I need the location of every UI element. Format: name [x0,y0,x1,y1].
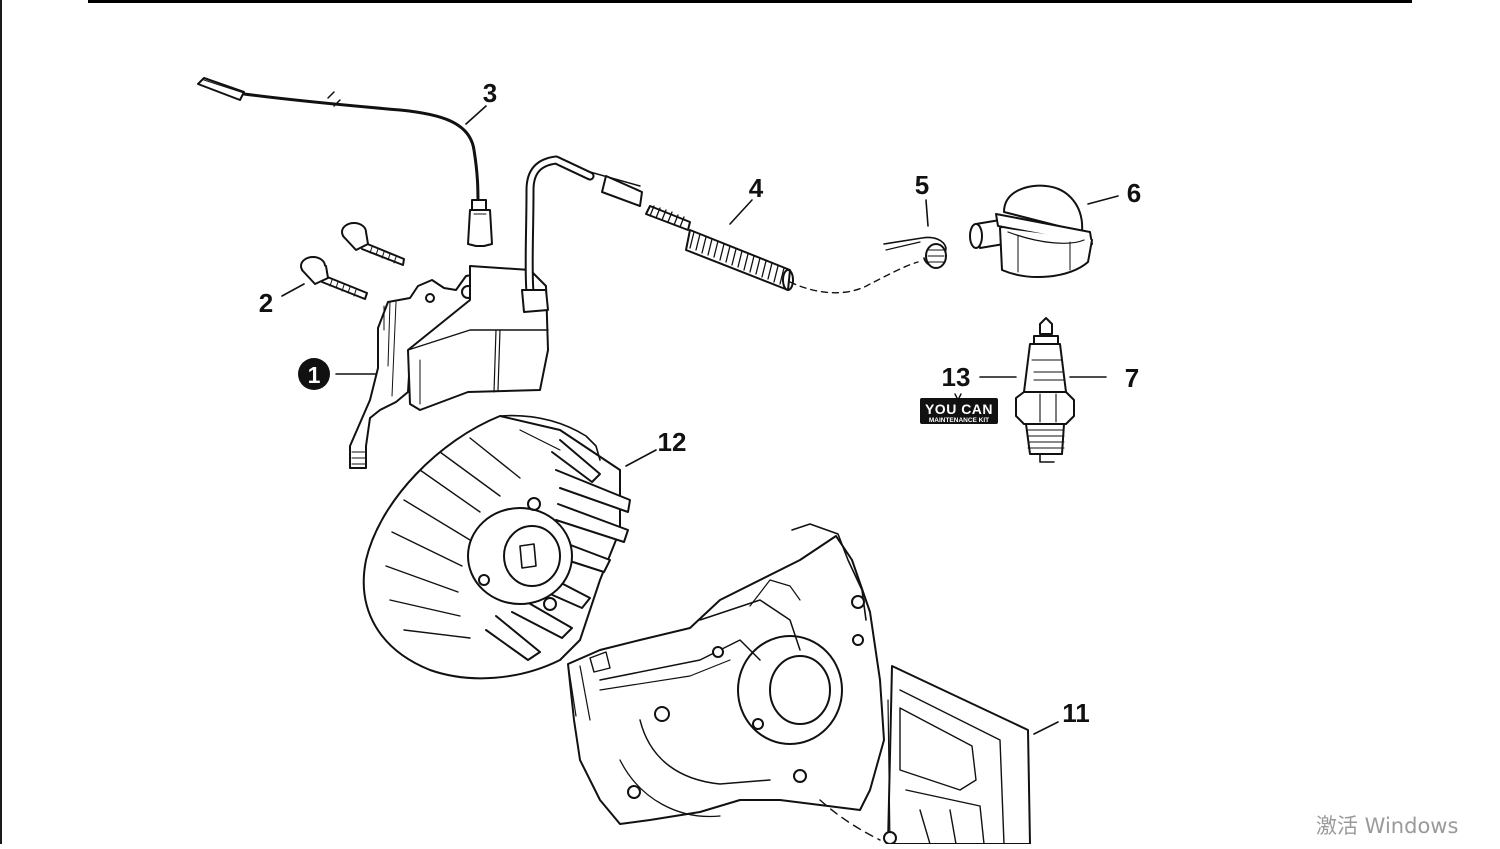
logo-subtitle: MAINTENANCE KIT [929,417,989,424]
callout-1: 1 [308,362,321,388]
ignition-module [349,155,643,469]
terminal-boot [969,184,1093,278]
crankcase [567,523,885,841]
callout-2: 2 [259,288,273,318]
windows-activation-watermark: 激活 Windows [1316,814,1459,838]
callout-4: 4 [749,173,764,203]
spark-plug-spring [645,205,919,294]
cover-plate [883,665,1031,845]
screw-lower [300,256,368,300]
top-rule [88,0,1412,3]
callout-12: 12 [658,427,687,457]
leader-lines [281,105,1119,735]
callout-labels: 1 2 3 4 5 6 7 11 12 13 [259,78,1141,728]
callout-7: 7 [1125,363,1139,393]
callout-13: 13 [942,362,971,392]
callout-11: 11 [1062,698,1090,728]
callout-6: 6 [1127,178,1141,208]
youcan-logo: YOU CAN MAINTENANCE KIT [920,393,998,424]
flywheel [362,414,631,680]
screws [300,222,405,300]
window-edge [0,0,2,844]
spark-plug [1015,317,1075,463]
screw-upper [341,222,405,266]
callout-1-badge [298,358,330,390]
callout-5: 5 [915,170,929,200]
ground-wire [197,77,493,247]
callout-3: 3 [483,78,497,108]
logo-brand: YOU CAN [925,401,993,417]
spring-clip [883,236,947,269]
